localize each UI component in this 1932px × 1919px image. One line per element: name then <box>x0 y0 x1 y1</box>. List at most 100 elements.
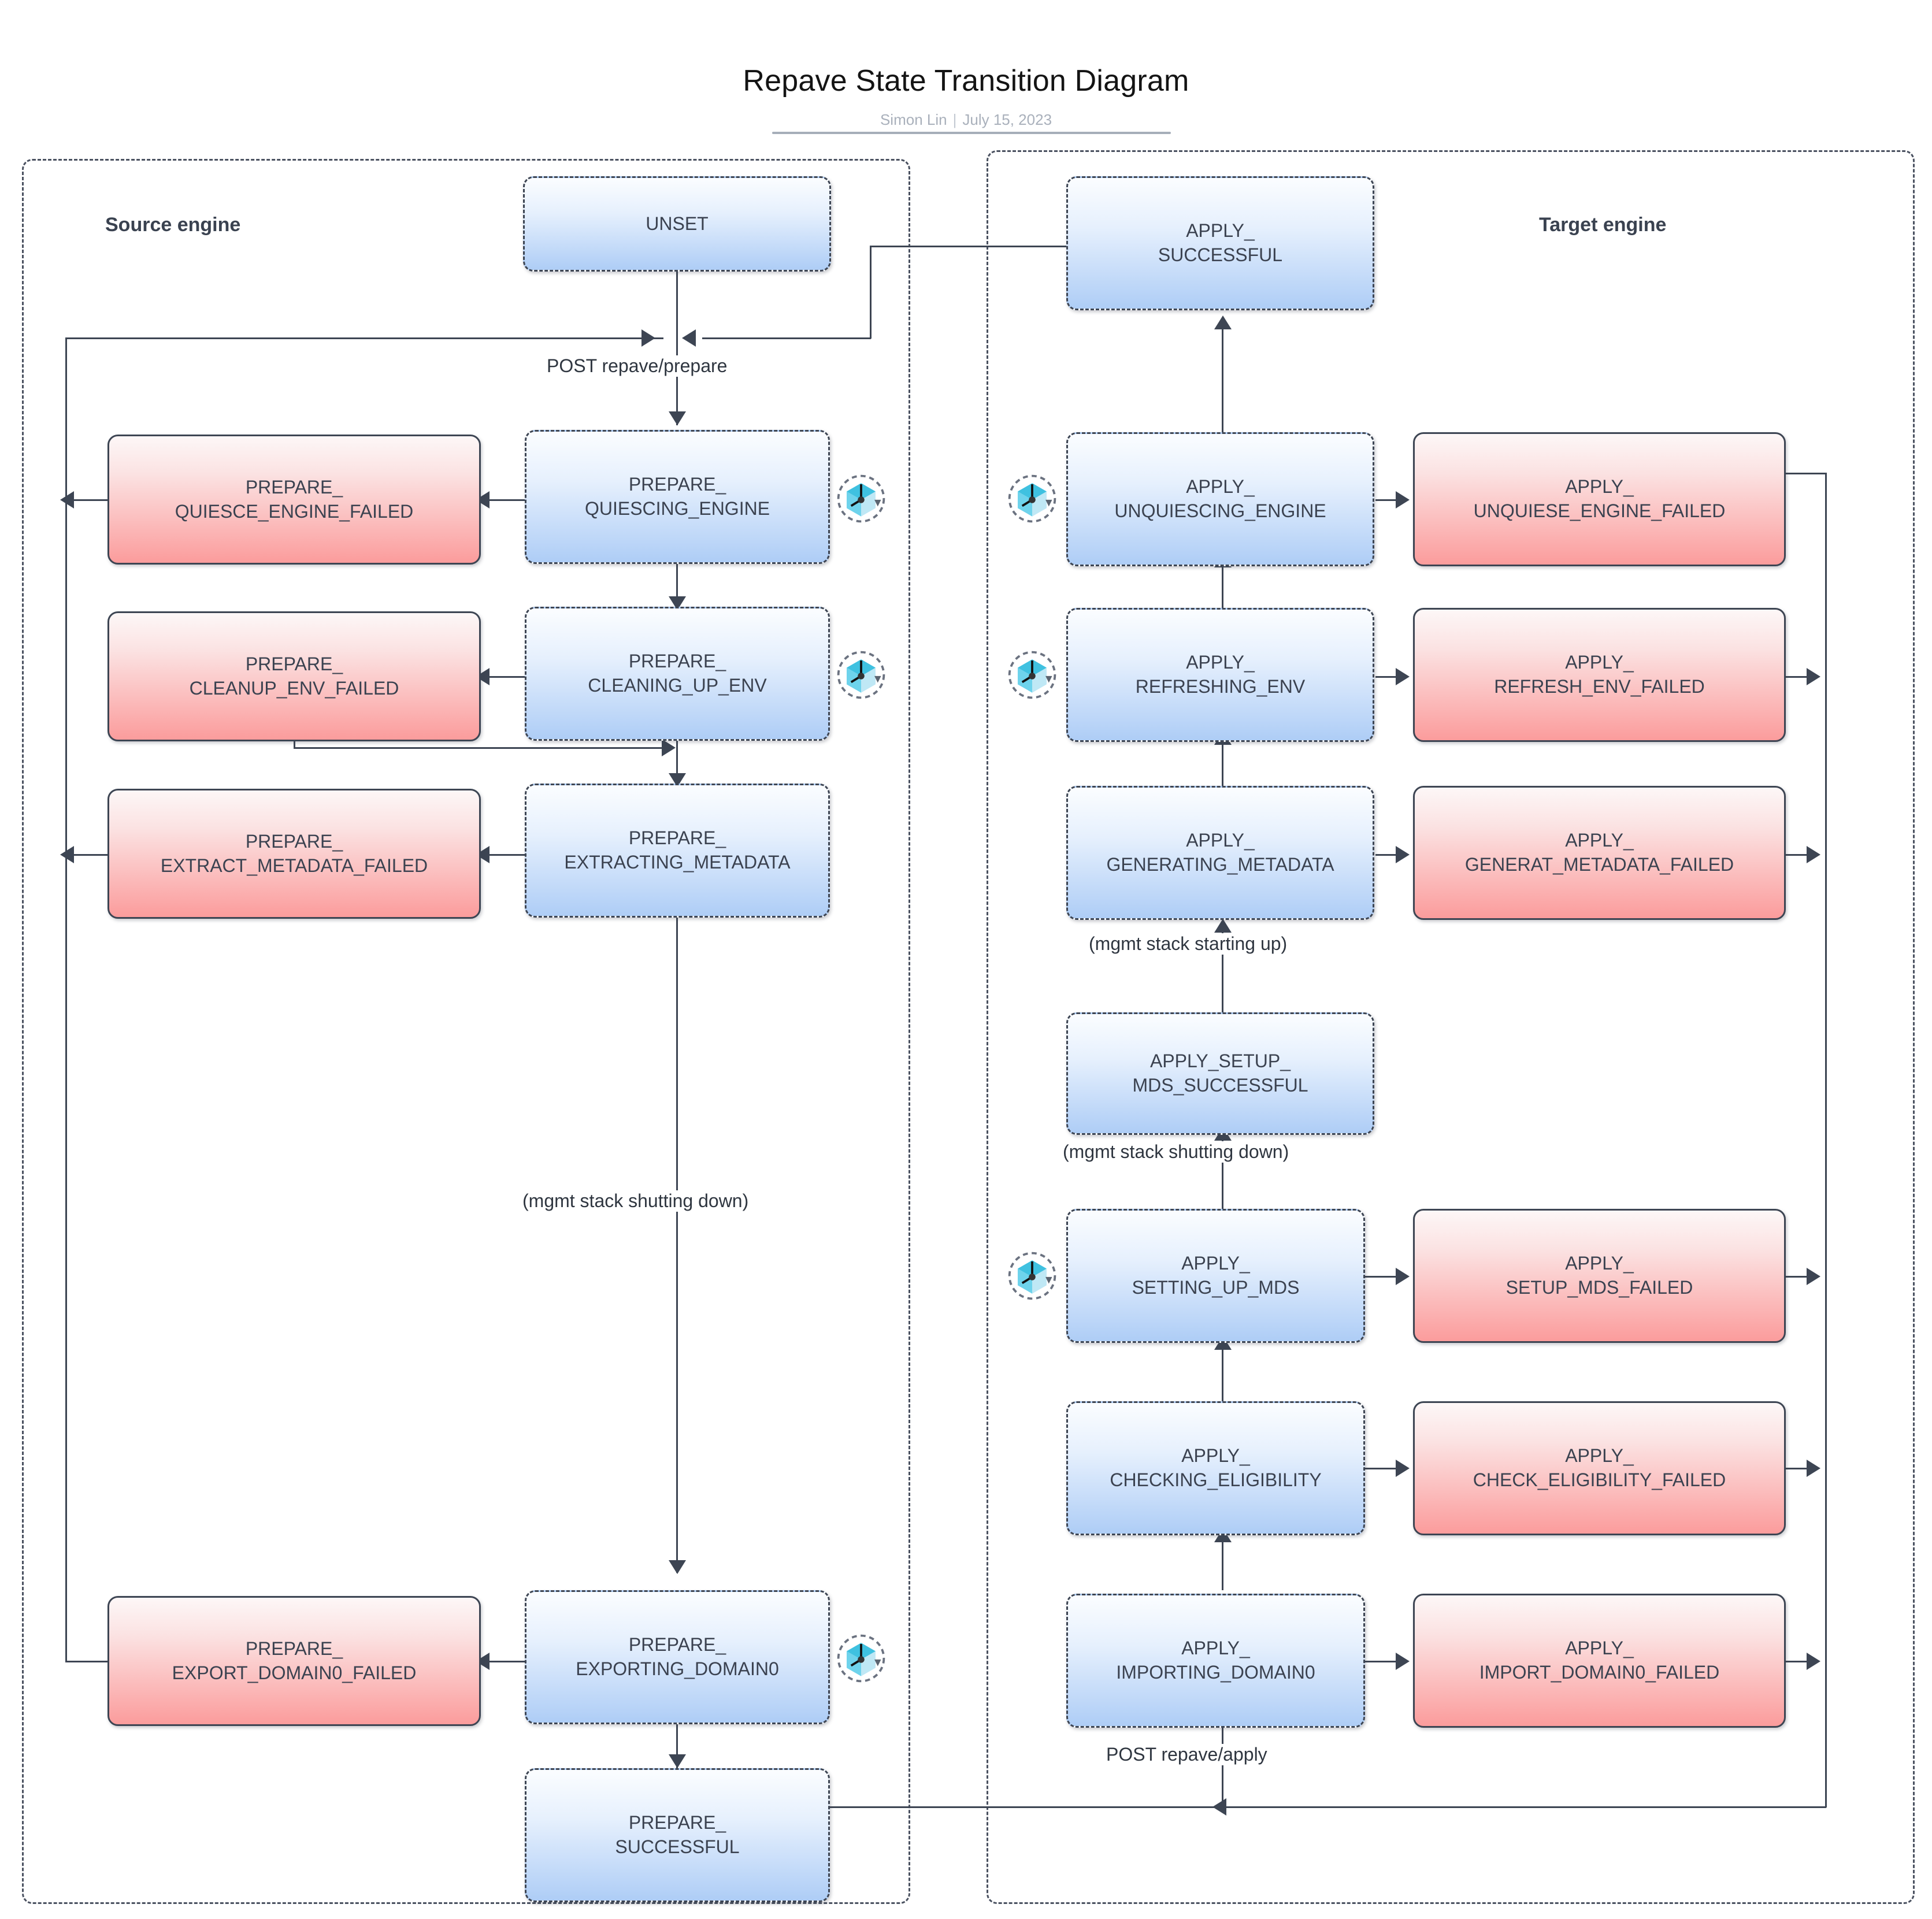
state-prepare-export-domain0-failed[interactable]: PREPARE_ EXPORT_DOMAIN0_FAILED <box>107 1596 481 1726</box>
arrowhead-exporting-to-prepare-successful <box>669 1754 686 1768</box>
arrowhead-setup-successful-to-generating <box>1214 919 1232 933</box>
arrowhead-check-eligibility-failed-to-bus <box>1807 1460 1820 1477</box>
arrowhead-refreshing-to-refresh-failed <box>1396 668 1410 685</box>
state-prepare-cleanup-env-failed[interactable]: PREPARE_ CLEANUP_ENV_FAILED <box>107 611 481 741</box>
state-apply-generating-metadata-label: APPLY_ GENERATING_METADATA <box>1106 830 1334 875</box>
state-apply-unquiese-engine-failed-label: APPLY_ UNQUIESE_ENGINE_FAILED <box>1473 476 1726 521</box>
edge-unquiese-failed-to-bus <box>1786 473 1826 474</box>
state-prepare-extracting-metadata[interactable]: PREPARE_ EXTRACTING_METADATA <box>525 784 830 918</box>
state-unset-label: UNSET <box>646 213 709 234</box>
state-apply-setting-up-mds[interactable]: APPLY_ SETTING_UP_MDS <box>1066 1209 1365 1343</box>
edge-cleanup-failed-right <box>294 747 669 749</box>
arrowhead-import-domain0-failed-to-bus <box>1807 1653 1820 1670</box>
retry-clock-cube-icon <box>833 471 889 526</box>
state-apply-refreshing-env-label: APPLY_ REFRESHING_ENV <box>1135 652 1306 697</box>
edge-apply-successful-return-vertical <box>870 246 872 339</box>
lane-target-engine-label: Target engine <box>1539 214 1667 236</box>
edge-exporting-to-export-failed <box>488 1661 526 1662</box>
edge-importing-to-checking <box>1222 1537 1223 1590</box>
state-apply-checking-eligibility-label: APPLY_ CHECKING_ELIGIBILITY <box>1110 1445 1322 1490</box>
state-apply-check-eligibility-failed-label: APPLY_ CHECK_ELIGIBILITY_FAILED <box>1473 1445 1726 1490</box>
edge-prepare-successful-to-apply <box>830 1806 1223 1808</box>
state-prepare-quiesce-engine-failed[interactable]: PREPARE_ QUIESCE_ENGINE_FAILED <box>107 435 481 565</box>
edge-junction-to-quiescing <box>676 339 678 425</box>
state-prepare-extract-metadata-failed[interactable]: PREPARE_ EXTRACT_METADATA_FAILED <box>107 789 481 919</box>
edge-setting-up-mds-to-setup-successful <box>1222 1134 1223 1209</box>
state-prepare-quiescing-engine-label: PREPARE_ QUIESCING_ENGINE <box>584 474 770 519</box>
state-apply-successful-label: APPLY_ SUCCESSFUL <box>1158 220 1283 265</box>
edge-importing-to-import-failed <box>1364 1661 1400 1662</box>
state-prepare-successful-label: PREPARE_ SUCCESSFUL <box>615 1812 740 1857</box>
edge-apply-successful-return-top <box>870 246 1066 247</box>
page-title: Repave State Transition Diagram <box>743 64 1189 98</box>
state-prepare-successful[interactable]: PREPARE_ SUCCESSFUL <box>525 1768 830 1902</box>
arrowhead-unquiescing-to-apply-successful <box>1214 315 1232 329</box>
state-apply-import-domain0-failed-label: APPLY_ IMPORT_DOMAIN0_FAILED <box>1479 1638 1720 1683</box>
state-prepare-quiescing-engine[interactable]: PREPARE_ QUIESCING_ENGINE <box>525 430 830 564</box>
state-apply-refreshing-env[interactable]: APPLY_ REFRESHING_ENV <box>1066 608 1374 742</box>
arrowhead-generat-failed-to-bus <box>1807 846 1820 863</box>
edge-export-domain0-failed-to-bus <box>65 1661 109 1662</box>
retry-clock-cube-icon <box>1004 647 1060 703</box>
state-apply-successful[interactable]: APPLY_ SUCCESSFUL <box>1066 176 1374 310</box>
arrowhead-setup-mds-failed-to-bus <box>1807 1268 1820 1285</box>
state-apply-setup-mds-failed[interactable]: APPLY_ SETUP_MDS_FAILED <box>1413 1209 1786 1343</box>
edge-setup-mds-failed-to-bus <box>1786 1276 1809 1278</box>
state-apply-setup-mds-successful[interactable]: APPLY_SETUP_ MDS_SUCCESSFUL <box>1066 1012 1374 1135</box>
edge-apply-successful-return-horizontal <box>702 337 871 339</box>
byline-author: Simon Lin <box>880 111 947 128</box>
edge-generating-to-generat-failed <box>1375 854 1400 856</box>
retry-clock-cube-icon <box>1004 471 1060 526</box>
state-prepare-exporting-domain0-label: PREPARE_ EXPORTING_DOMAIN0 <box>576 1634 779 1679</box>
edge-extracting-to-exporting <box>676 903 678 1573</box>
edge-generat-failed-to-bus <box>1786 854 1809 856</box>
state-apply-setup-mds-successful-label: APPLY_SETUP_ MDS_SUCCESSFUL <box>1132 1051 1308 1096</box>
arrowhead-extract-failed-to-bus <box>60 846 74 863</box>
state-apply-unquiese-engine-failed[interactable]: APPLY_ UNQUIESE_ENGINE_FAILED <box>1413 432 1786 566</box>
state-apply-generating-metadata[interactable]: APPLY_ GENERATING_METADATA <box>1066 786 1374 920</box>
edge-left-bus-to-junction <box>65 337 663 339</box>
state-apply-generat-metadata-failed[interactable]: APPLY_ GENERAT_METADATA_FAILED <box>1413 786 1786 920</box>
state-apply-unquiescing-engine-label: APPLY_ UNQUIESCING_ENGINE <box>1114 476 1326 521</box>
state-prepare-exporting-domain0[interactable]: PREPARE_ EXPORTING_DOMAIN0 <box>525 1590 830 1724</box>
lane-source-engine-label: Source engine <box>105 214 241 236</box>
arrowhead-setting-up-mds-to-setup-mds-failed <box>1396 1268 1410 1285</box>
edge-checking-to-setting-up-mds <box>1222 1343 1223 1401</box>
state-apply-setting-up-mds-label: APPLY_ SETTING_UP_MDS <box>1132 1253 1300 1298</box>
arrowhead-junction-to-quiescing <box>669 411 686 425</box>
state-apply-import-domain0-failed[interactable]: APPLY_ IMPORT_DOMAIN0_FAILED <box>1413 1594 1786 1728</box>
arrowhead-left-bus-to-junction <box>641 329 655 347</box>
state-apply-importing-domain0[interactable]: APPLY_ IMPORTING_DOMAIN0 <box>1066 1594 1365 1728</box>
state-prepare-cleanup-env-failed-label: PREPARE_ CLEANUP_ENV_FAILED <box>189 653 399 699</box>
edge-quiescing-to-quiesce-failed <box>488 499 526 501</box>
state-prepare-quiesce-engine-failed-label: PREPARE_ QUIESCE_ENGINE_FAILED <box>175 476 414 522</box>
arrowhead-extracting-to-exporting <box>669 1560 686 1574</box>
edge-extracting-to-extract-failed <box>488 854 526 856</box>
state-apply-setup-mds-failed-label: APPLY_ SETUP_MDS_FAILED <box>1505 1253 1693 1298</box>
retry-clock-cube-icon <box>833 647 889 703</box>
edge-target-failure-bus <box>1825 473 1827 1807</box>
edge-cleaning-to-extracting <box>676 725 678 789</box>
edge-refresh-failed-to-bus <box>1786 676 1809 678</box>
edge-quiescing-to-cleaning <box>676 548 678 611</box>
edge-quiesce-failed-to-bus <box>68 499 107 501</box>
arrowhead-checking-to-check-failed <box>1396 1460 1410 1477</box>
arrowhead-refresh-failed-to-bus <box>1807 668 1820 685</box>
edge-checking-to-check-failed <box>1364 1468 1400 1469</box>
state-apply-refresh-env-failed[interactable]: APPLY_ REFRESH_ENV_FAILED <box>1413 608 1786 742</box>
state-prepare-cleaning-up-env[interactable]: PREPARE_ CLEANING_UP_ENV <box>525 607 830 741</box>
state-unset[interactable]: UNSET <box>523 176 831 272</box>
edge-setup-successful-to-generating <box>1222 926 1223 1013</box>
retry-clock-cube-icon <box>833 1631 889 1686</box>
arrowhead-generating-to-generat-failed <box>1396 846 1410 863</box>
state-apply-unquiescing-engine[interactable]: APPLY_ UNQUIESCING_ENGINE <box>1066 432 1374 566</box>
edge-setting-up-mds-to-setup-mds-failed <box>1364 1276 1400 1278</box>
state-apply-generat-metadata-failed-label: APPLY_ GENERAT_METADATA_FAILED <box>1464 830 1734 875</box>
state-apply-checking-eligibility[interactable]: APPLY_ CHECKING_ELIGIBILITY <box>1066 1401 1365 1535</box>
state-apply-refresh-env-failed-label: APPLY_ REFRESH_ENV_FAILED <box>1494 652 1705 697</box>
state-apply-check-eligibility-failed[interactable]: APPLY_ CHECK_ELIGIBILITY_FAILED <box>1413 1401 1786 1535</box>
byline: Simon Lin|July 15, 2023 <box>0 111 1932 129</box>
state-prepare-cleaning-up-env-label: PREPARE_ CLEANING_UP_ENV <box>588 651 767 696</box>
state-prepare-export-domain0-failed-label: PREPARE_ EXPORT_DOMAIN0_FAILED <box>172 1638 417 1683</box>
